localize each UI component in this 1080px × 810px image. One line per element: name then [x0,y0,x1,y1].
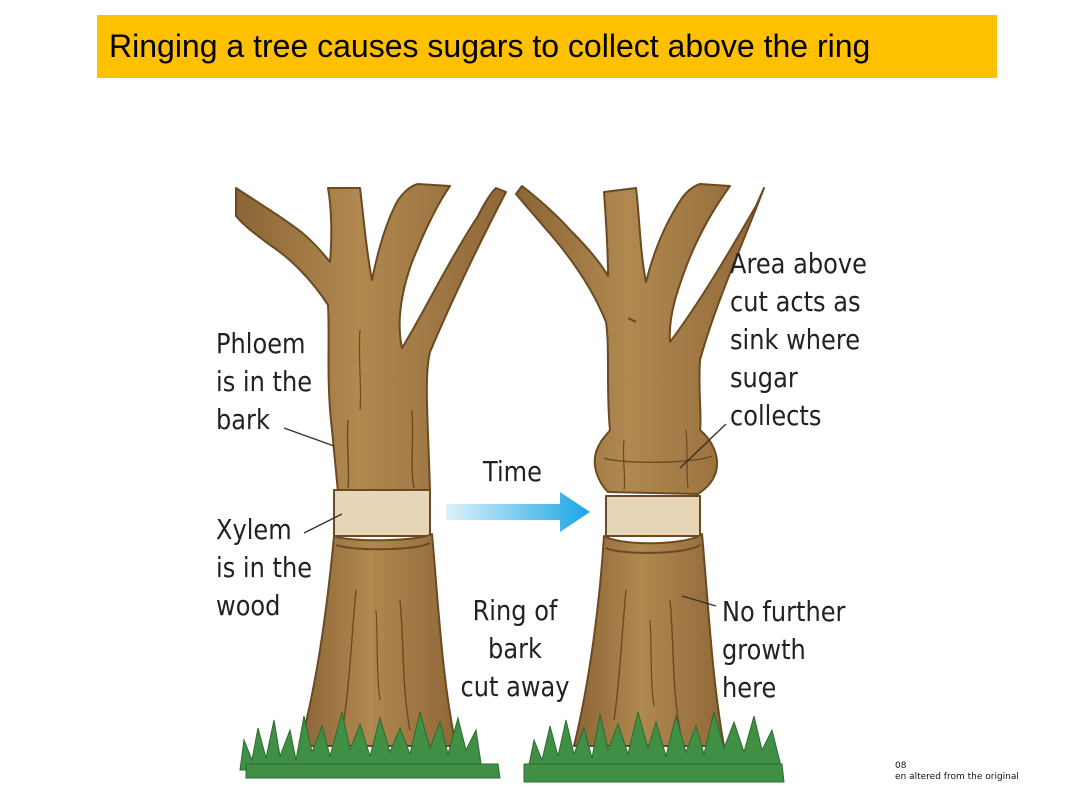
phloem-leader [283,427,335,447]
phloem-label: Phloem is in the bark [216,327,313,436]
left-tree-upper-trunk [235,183,507,493]
left-tree-ring [333,489,431,537]
right-tree [515,183,765,747]
sink-leader [679,423,727,469]
credit-text-line2: en altered from the original [895,772,1019,782]
no-growth-label: No further growth here [722,595,846,704]
right-tree-ring [605,495,701,537]
time-arrow [446,492,590,532]
no-growth-leader [681,595,717,607]
xylem-label: Xylem is in the wood [216,513,313,622]
credit-text-line1: 08 [895,761,907,771]
sink-label: Area above cut acts as sink where sugar … [730,247,867,432]
left-tree-lower-trunk [299,533,457,747]
right-grass [523,711,785,783]
left-grass [239,711,501,779]
left-tree [235,183,507,747]
right-tree-lower-trunk [573,533,725,747]
xylem-leader [303,513,343,534]
right-tree-upper-trunk [515,183,765,495]
leader-lines [283,423,727,607]
ring-of-bark-label: Ring of bark cut away [460,594,570,703]
slide-title-bar: Ringing a tree causes sugars to collect … [97,15,997,78]
slide-title: Ringing a tree causes sugars to collect … [109,28,871,64]
time-label: Time [483,455,542,488]
